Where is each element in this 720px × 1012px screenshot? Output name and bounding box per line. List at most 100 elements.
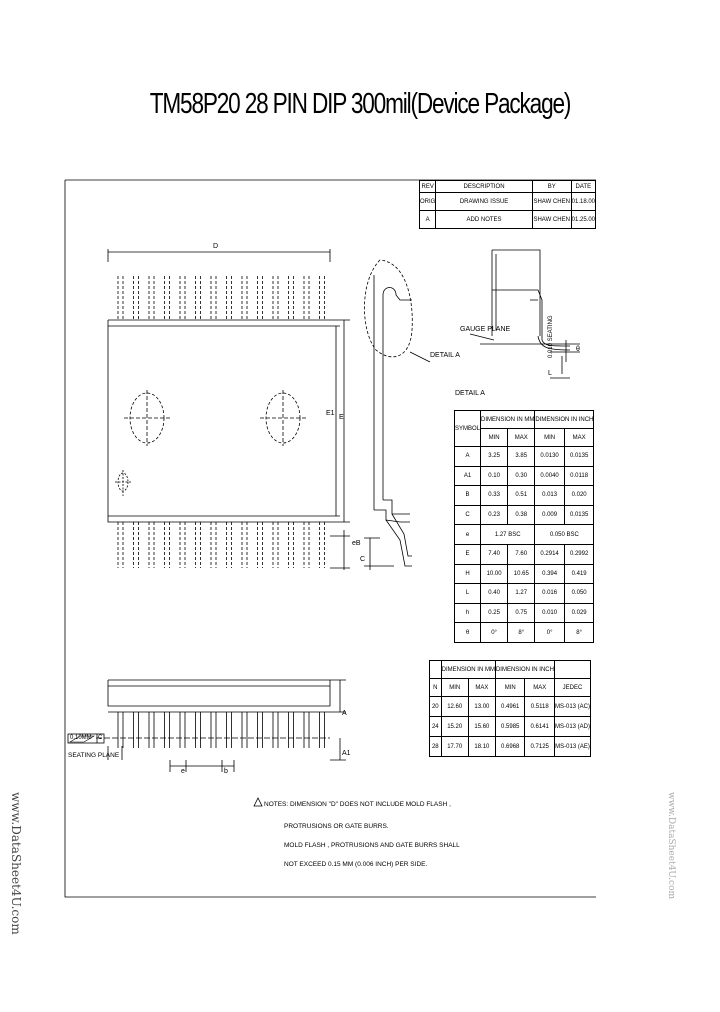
- dims-cell: 0.050: [563, 583, 595, 604]
- dims-cell: e: [453, 524, 482, 545]
- pin-lead: [257, 276, 263, 320]
- dim-e-label: E: [339, 414, 344, 421]
- by-cell: SHAW CHEN: [531, 210, 572, 229]
- gauge-dim-label: 0.010 SEATING: [548, 315, 554, 358]
- dims-cell: 8°: [507, 622, 536, 643]
- pin-cell: 24: [429, 716, 442, 737]
- pin-cell: 0.6141: [524, 716, 555, 737]
- dim-e1-label: E1: [326, 410, 335, 417]
- gauge-plane-label: GAUGE PLANE: [460, 326, 511, 333]
- dim-a1-label: A1: [342, 750, 351, 757]
- dims-cell: 0.33: [480, 485, 509, 506]
- dims-cell: A1: [453, 465, 482, 487]
- pin-lead: [179, 276, 186, 320]
- pin-cell: 15.20: [440, 716, 469, 737]
- pin-lead: [179, 712, 186, 748]
- pin-cell: 20: [429, 696, 442, 717]
- watermark-right: www.DataSheet4U.com: [666, 792, 676, 900]
- pin-inch-header: DIMENSION IN INCH: [494, 660, 555, 679]
- dims-cell: B: [453, 485, 482, 506]
- pin-lead: [195, 712, 201, 748]
- pin-lead: [257, 522, 263, 568]
- pin-lead: [133, 522, 139, 568]
- dims-cell: 0.050 BSC: [534, 524, 595, 545]
- pin-max-inch-header: MAX: [524, 678, 555, 697]
- pin-cell: 0.6968: [494, 736, 526, 757]
- flatness-label: 0.10MM: [70, 735, 92, 741]
- note-line-3: MOLD FLASH , PROTRUSIONS AND GATE BURRS …: [284, 842, 460, 849]
- dims-cell: L: [453, 583, 482, 604]
- dims-cell: 0.0130: [534, 446, 565, 467]
- by-header: BY: [531, 180, 572, 193]
- dims-cell: 0.010: [534, 602, 565, 624]
- pin-lead: [226, 712, 232, 748]
- pin-lead: [117, 522, 124, 568]
- dims-cell: 0.0135: [563, 446, 595, 467]
- rev-cell: A: [418, 210, 437, 229]
- dims-cell: 0.40: [480, 583, 509, 604]
- pin-lead: [241, 522, 248, 568]
- dims-cell: 0.30: [507, 465, 536, 487]
- pin-max-mm-header: MAX: [467, 678, 496, 697]
- pin-lead: [288, 276, 294, 320]
- dims-cell: 10.65: [507, 563, 536, 585]
- detail-a-label: DETAIL A: [430, 352, 460, 359]
- dim-eb-label: eB: [352, 540, 361, 547]
- min-inch-header: MIN: [534, 428, 565, 447]
- pin-count-table: DIMENSION IN MM DIMENSION IN INCH N MIN …: [429, 660, 592, 757]
- dims-cell: E: [453, 543, 482, 565]
- symbol-header: SYMBOL: [453, 410, 482, 447]
- pin-lead: [164, 276, 170, 320]
- n-header: N: [429, 678, 442, 697]
- date-header: DATE: [570, 180, 597, 193]
- dim-c-label: C: [360, 556, 366, 563]
- dims-cell: 3.25: [480, 446, 509, 467]
- pin-lead: [241, 712, 248, 748]
- description-cell: DRAWING ISSUE: [435, 192, 533, 211]
- dims-cell: 0°: [480, 622, 509, 643]
- page-title: TM58P20 28 PIN DIP 300mil(Device Package…: [149, 88, 572, 120]
- date-cell: 01.18.00: [570, 192, 597, 211]
- dims-cell: 7.60: [507, 543, 536, 565]
- pin-min-mm-header: MIN: [440, 678, 469, 697]
- pin-min-inch-header: MIN: [494, 678, 526, 697]
- dims-cell: A: [453, 446, 482, 467]
- pin-lead: [319, 522, 325, 568]
- dims-cell: 0.38: [507, 504, 536, 526]
- dims-cell: 0.016: [534, 583, 565, 604]
- dims-cell: 0.51: [507, 485, 536, 506]
- pin-lead: [272, 276, 279, 320]
- pin-cell: MS-013 (AE): [553, 736, 592, 757]
- dims-cell: 0.0118: [563, 465, 595, 487]
- dims-cell: 1.27 BSC: [480, 524, 536, 545]
- pin-lead: [288, 522, 294, 568]
- pin-mm-header: DIMENSION IN MM: [440, 660, 496, 679]
- dims-cell: 0.029: [563, 602, 595, 624]
- pin-lead: [226, 276, 232, 320]
- pin-lead: [210, 712, 217, 748]
- inch-header: DIMENSION IN INCH: [534, 410, 595, 429]
- pin-lead: [303, 712, 310, 748]
- dimensions-table: SYMBOL DIMENSION IN MM DIMENSION IN INCH…: [453, 410, 595, 643]
- dims-cell: 0.419: [563, 563, 595, 585]
- dims-cell: 1.27: [507, 583, 536, 604]
- pin-lead: [148, 276, 155, 320]
- package-body-top-view: [107, 319, 330, 523]
- watermark-left: www.DataSheet4U.com: [9, 792, 23, 935]
- pin-lead: [164, 712, 170, 748]
- pin-lead: [257, 712, 263, 748]
- dims-cell: 0.23: [480, 504, 509, 526]
- pin-cell: 12.60: [440, 696, 469, 717]
- dim-a-label: A: [342, 710, 347, 717]
- pin-cell: 17.70: [440, 736, 469, 757]
- pin-lead: [288, 712, 294, 748]
- description-header: DESCRIPTION: [435, 180, 533, 193]
